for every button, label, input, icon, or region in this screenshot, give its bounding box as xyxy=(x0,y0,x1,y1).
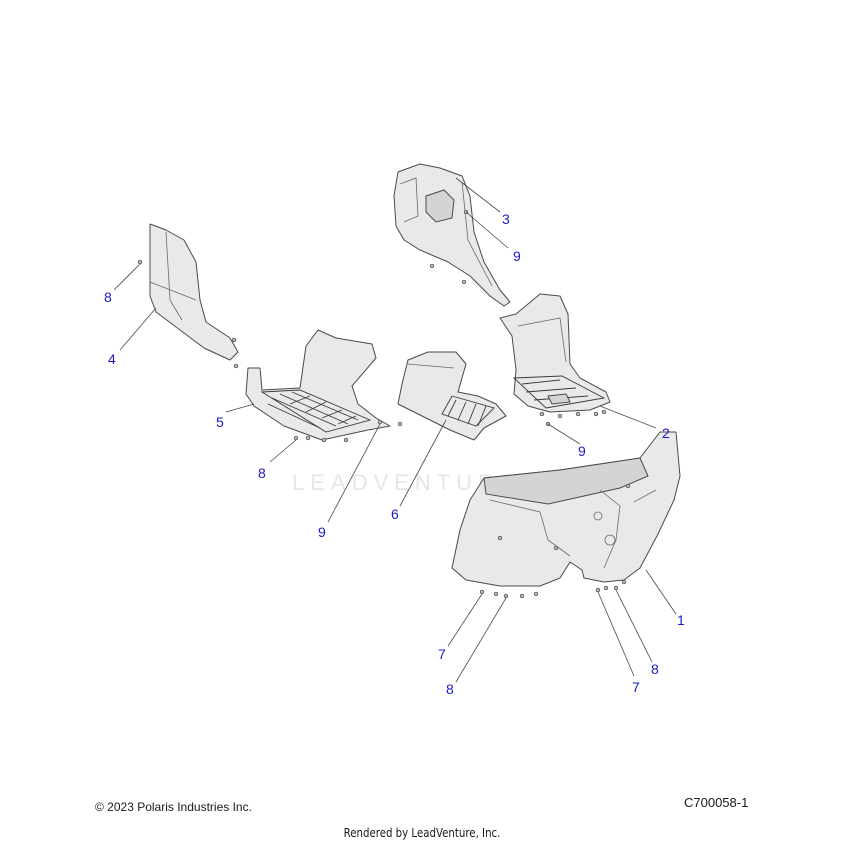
leader-lines xyxy=(113,177,677,683)
part-2-right-floor[interactable] xyxy=(499,293,611,427)
callout-label[interactable]: 1 xyxy=(677,612,685,628)
callout-label[interactable]: 2 xyxy=(662,425,670,441)
callout-label[interactable]: 6 xyxy=(391,506,399,522)
callout-label[interactable]: 4 xyxy=(108,351,116,367)
callout-label[interactable]: 9 xyxy=(513,248,521,264)
rendered-by-text: Rendered by LeadVenture, Inc. xyxy=(343,826,501,840)
part-5-left-floor[interactable] xyxy=(245,329,391,443)
callout-label[interactable]: 8 xyxy=(651,661,659,677)
callout-label[interactable]: 9 xyxy=(318,524,326,540)
copyright-text: © 2023 Polaris Industries Inc. xyxy=(95,800,252,814)
callout-label[interactable]: 7 xyxy=(438,646,446,662)
part-1-firewall[interactable] xyxy=(451,431,681,599)
callout-label[interactable]: 9 xyxy=(578,443,586,459)
drawing-id: C700058-1 xyxy=(684,795,749,810)
callout-label[interactable]: 3 xyxy=(502,211,510,227)
callout-label[interactable]: 8 xyxy=(446,681,454,697)
callouts: 1 2 3 4 5 6 7 7 8 8 8 8 9 9 9 xyxy=(104,211,685,697)
callout-label[interactable]: 8 xyxy=(104,289,112,305)
part-6-center-tunnel[interactable] xyxy=(397,351,507,441)
callout-label[interactable]: 5 xyxy=(216,414,224,430)
part-4-left-panel[interactable] xyxy=(137,223,239,369)
part-3-upper-panel[interactable] xyxy=(393,163,511,307)
callout-label[interactable]: 8 xyxy=(258,465,266,481)
callout-label[interactable]: 7 xyxy=(632,679,640,695)
